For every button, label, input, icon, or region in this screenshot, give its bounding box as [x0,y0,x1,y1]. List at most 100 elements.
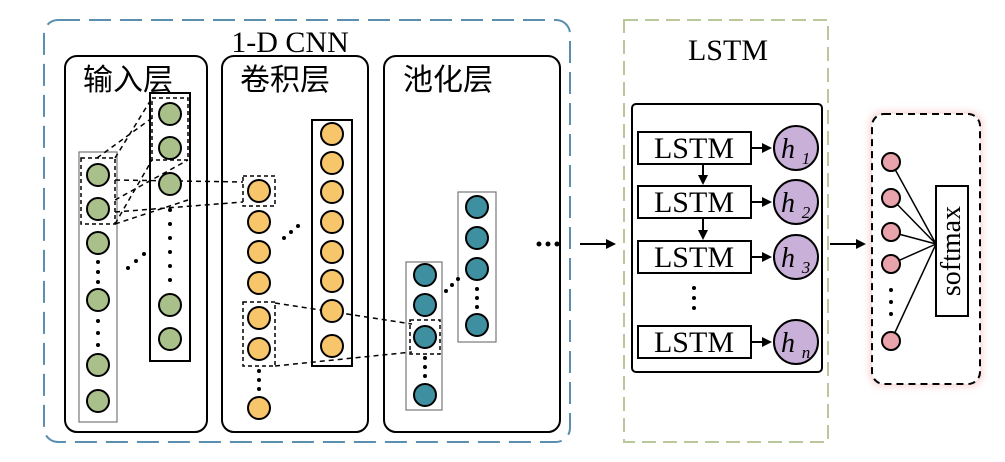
lstm-cell-n: LSTM [637,325,752,359]
pool-column-frame-right [457,191,497,343]
pool-layer-box [383,55,561,433]
lstm-cell-1: LSTM [637,131,752,165]
output-neuron [881,254,901,274]
conv-neuron [247,240,271,264]
conv-neuron [320,180,344,204]
output-neuron [881,222,901,242]
kernel-neuron [158,327,182,351]
conv-neuron [320,334,344,358]
pool-neuron [413,325,437,349]
lstm-vertical-ellipsis [692,286,696,310]
conv-neuron [247,271,271,295]
input-neuron [86,353,110,377]
kernel-ellipsis [126,208,172,282]
pool-neurons-right [465,195,489,337]
conv-neuron [247,210,271,234]
input-neuron [86,163,110,187]
pool-layer-label: 池化层 [403,63,493,98]
conv-layer-box [221,55,369,433]
between-ellipsis [536,241,560,247]
hidden-state-h3: h 3 [773,234,819,280]
input-neuron [86,197,110,221]
input-layer-box [64,55,208,433]
conv-neuron [247,337,271,361]
conv-neuron [247,179,271,203]
kernel-neuron [158,136,182,160]
conv-neurons-right [320,122,344,358]
svg-text:n: n [802,343,811,362]
conv-neurons-left [247,179,271,420]
softmax-label: softmax [936,206,967,296]
conv-ellipsis-left [257,369,261,391]
pool-column-frame-left [405,261,443,411]
conv-neuron [320,122,344,146]
pool-neuron [413,263,437,287]
svg-text:LSTM: LSTM [654,132,734,165]
pool-ellipsis-left [423,356,427,378]
output-neuron [881,331,901,351]
conv-neuron [320,269,344,293]
input-column-frame [78,151,118,423]
lstm-output-arrows [751,143,772,347]
svg-text:1: 1 [802,149,811,168]
conv-window-top [242,175,276,207]
input-ellipsis [96,260,100,347]
pool-neuron [465,195,489,219]
lstm-block-border [623,19,829,443]
conv-column-frame [311,119,353,367]
pool-neuron [413,293,437,317]
pool-neuron [413,383,437,407]
svg-text:h: h [781,134,795,165]
svg-text:h: h [781,243,795,274]
conv-connection-lines [274,302,413,367]
input-neurons [86,163,110,413]
svg-text:LSTM: LSTM [654,326,734,359]
svg-text:LSTM: LSTM [654,186,734,219]
svg-text:2: 2 [802,203,811,222]
output-neurons [881,152,901,351]
hidden-state-h1: h 1 [773,125,819,171]
conv-neuron [320,240,344,264]
svg-text:h: h [781,328,795,359]
pool-neuron [465,226,489,250]
cnn-block-border [43,19,571,443]
conv-neuron [247,396,271,420]
input-neuron [86,288,110,312]
input-neuron [86,231,110,255]
kernel-neuron [158,172,182,196]
pool-ellipsis-right [444,277,479,309]
svg-text:LSTM: LSTM [654,241,734,274]
input-connection-lines [96,97,244,225]
lstm-cell-2: LSTM [637,185,752,219]
pool-neuron [465,313,489,337]
svg-text:3: 3 [801,258,811,277]
hidden-state-hn: h n [773,319,819,365]
conv-neuron [247,306,271,330]
conv-layer-label: 卷积层 [240,63,330,98]
kernel-neuron [158,293,182,317]
output-ellipsis [889,288,893,316]
lstm-cell-3: LSTM [637,240,752,274]
lstm-title: LSTM [688,34,768,67]
hidden-state-h2: h 2 [773,179,819,225]
conv-ellipsis-middle [282,224,300,240]
kernel-neuron [158,102,182,126]
cnn-title: 1-D CNN [231,26,349,59]
conv-window-bottom [242,301,276,367]
kernel-neurons [158,102,182,351]
conv-neuron [320,151,344,175]
conv-neuron [320,299,344,323]
lstm-inner-box [631,103,823,373]
pool-window-box [409,319,441,355]
conv-neuron [320,210,344,234]
svg-text:h: h [781,188,795,219]
pool-neurons-left [413,263,437,407]
output-neuron [881,152,901,172]
input-neuron [86,389,110,413]
input-kernel-frame [149,92,191,362]
softmax-box [935,185,969,317]
pool-neuron [465,257,489,281]
output-neuron [881,188,901,208]
